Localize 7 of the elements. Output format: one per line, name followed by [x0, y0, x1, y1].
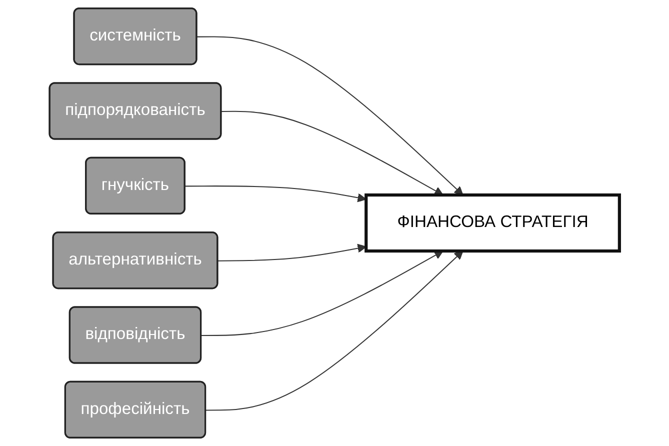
- node-box: ФІНАНСОВА СТРАТЕГІЯ: [364, 193, 621, 253]
- arrow: [196, 36, 464, 196]
- arrow: [185, 186, 367, 202]
- arrow: [218, 244, 367, 262]
- arrow: [201, 250, 444, 336]
- arrow: [221, 110, 444, 196]
- arrow: [206, 250, 464, 411]
